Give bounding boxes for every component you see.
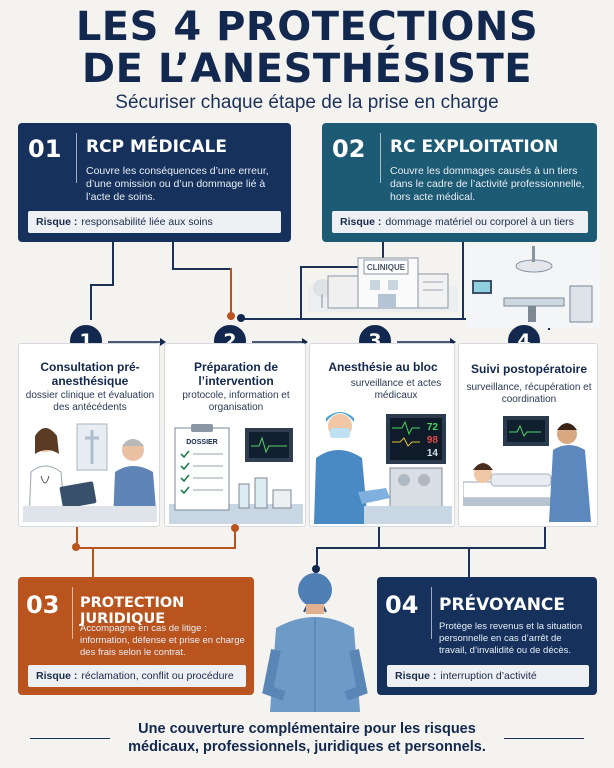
step-title: Préparation de l’intervention [193,360,279,388]
step-description: surveillance, récupération et coordinati… [466,382,592,405]
risk-text: réclamation, conflit ou procédure [81,670,234,682]
connector-dot [72,543,80,551]
step-description: surveillance et actes médicaux [350,378,442,401]
step-description: protocole, information et organisation [182,390,290,413]
risk-box: Risque : responsabilité liée aux soins [28,211,281,233]
connector-line [462,240,464,318]
risk-label: Risque : [395,670,437,682]
connector-dot [227,312,235,320]
connector-line [378,527,380,549]
footer-text-content: Une couverture complémentaire pour les r… [128,721,486,755]
risk-box: Risque : interruption d’activité [387,665,589,687]
connector-line [300,266,384,268]
card-divider [76,133,77,183]
footer-rule [504,738,584,739]
checklist-illustration: DOSSIER [169,424,303,524]
page-title-line1: LES 4 PROTECTIONS [75,4,539,50]
connector-line [234,527,236,549]
card-number: 03 [26,591,60,619]
risk-label: Risque : [36,216,78,228]
card-description: Protège les revenus et la situation pers… [439,621,583,656]
connector-dot [237,314,245,322]
monitor-value: 98 [427,435,439,446]
card-description: Couvre les conséquences d’une erreur, d’… [86,165,269,203]
card-title: PRÉVOYANCE [439,595,566,615]
connector-line [76,547,236,549]
step-title: Anesthésie au bloc [328,360,438,374]
connector-line [316,547,546,549]
card-rcp-medicale: 01 RCP MÉDICALE Couvre les conséquences … [18,123,291,242]
card-description: Couvre les dommages causés à un tiers da… [390,165,585,203]
monitor-value: 14 [427,448,439,459]
connector-line [240,318,550,320]
clinic-sign: CLINIQUE [367,263,406,272]
doctor-consultation-illustration [23,423,157,522]
step-arrows [108,338,456,346]
card-divider [72,587,73,639]
step-title: Suivi postopératoire [470,362,588,376]
card-title: RCP MÉDICALE [86,137,227,157]
footer-rule [30,738,110,739]
card-description: Accompagne en cas de litige : informatio… [80,623,245,658]
connector-line [172,268,232,270]
monitor-value: 72 [427,422,439,433]
card-number: 01 [28,135,62,163]
page-subtitle: Sécuriser chaque étape de la prise en ch… [115,92,499,113]
step-description: dossier clinique et évaluation des antéc… [25,390,155,413]
connector-line [90,284,92,320]
risk-box: Risque : réclamation, conflit ou procédu… [28,665,246,687]
step-panel-anesthesie: Anesthésie au bloc surveillance et actes… [309,343,455,527]
connector-line [76,527,78,549]
connector-line [90,284,114,286]
connector-line [172,240,174,270]
recovery-room-illustration [463,416,591,522]
step-panel-consultation: Consultation pré-anesthésique dossier cl… [18,343,160,527]
connector-line [300,266,302,320]
card-prevoyance: 04 PRÉVOYANCE Protège les revenus et la … [377,577,597,695]
card-number: 04 [385,591,419,619]
connector-line [316,547,318,569]
card-protection-juridique: 03 PROTECTION JURIDIQUE Accompagne en ca… [18,577,254,695]
risk-label: Risque : [36,670,78,682]
risk-box: Risque : dommage matériel ou corporel à … [332,211,588,233]
footer-text: Une couverture complémentaire pour les r… [0,720,614,756]
operating-room-illustration [466,246,600,328]
card-divider [380,133,381,183]
card-number: 02 [332,135,366,163]
connector-line [92,547,94,577]
connector-line [544,527,546,549]
connector-line [112,240,114,285]
connector-line [230,268,232,320]
anesthesiologist-back-illustration [262,573,368,712]
clinic-building-illustration: CLINIQUE [308,257,458,312]
page-title-line2: DE L’ANESTHÉSISTE [81,46,533,92]
step-title: Consultation pré-anesthésique [40,360,140,388]
connector-dot [231,524,239,532]
card-title: RC EXPLOITATION [390,137,559,157]
risk-text: dommage matériel ou corporel à un tiers [385,216,574,228]
connector-line [468,547,470,577]
card-rc-exploitation: 02 RC EXPLOITATION Couvre les dommages c… [322,123,597,242]
risk-text: responsabilité liée aux soins [81,216,213,228]
risk-text: interruption d’activité [440,670,537,682]
step-panel-suivi: Suivi postopératoire surveillance, récup… [458,343,598,527]
operating-room-illustration: 72 98 14 [314,412,452,524]
risk-label: Risque : [340,216,382,228]
card-title: PROTECTION JURIDIQUE [80,595,185,627]
dossier-label: DOSSIER [186,439,218,446]
connector-dot [312,565,320,573]
step-panel-preparation: Préparation de l’intervention protocole,… [164,343,306,527]
card-divider [431,587,432,639]
connector-line [382,240,384,268]
